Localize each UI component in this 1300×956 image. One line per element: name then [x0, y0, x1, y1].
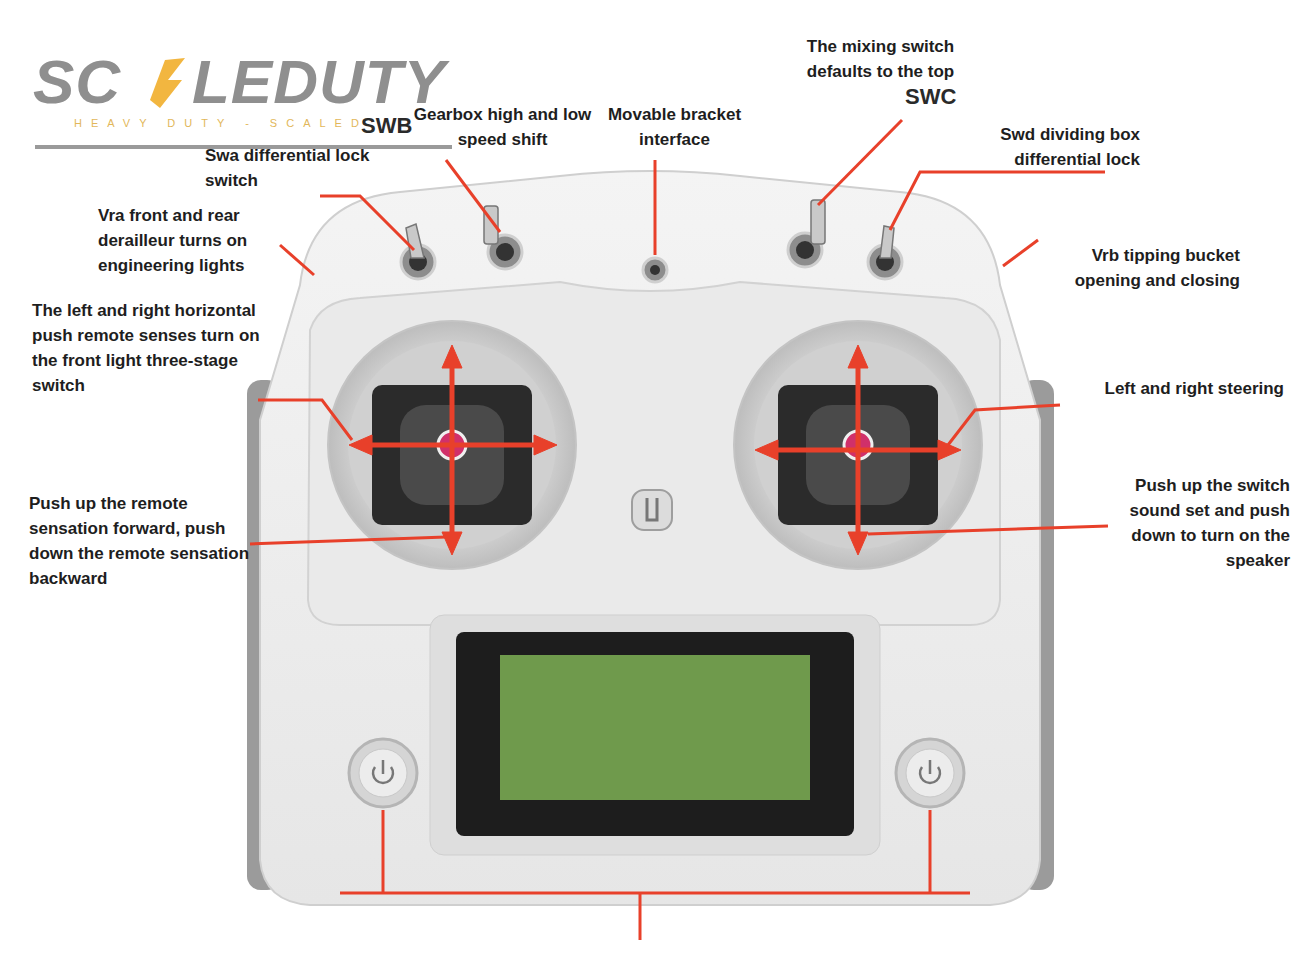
toggle-switches [401, 200, 902, 282]
logo-flame [150, 58, 185, 108]
callout-text: Swa differential lock switch [205, 143, 370, 193]
switch-name: SWC [905, 84, 956, 110]
callout-text: Movable bracket interface [592, 102, 757, 152]
callout-text: Vra front and rear derailleur turns on e… [98, 203, 288, 278]
logo-text: SC [33, 50, 121, 114]
screen-bezel [430, 615, 880, 855]
logo-text: LEDUTY [192, 50, 446, 114]
power-buttons [349, 739, 964, 807]
switch-name: SWB [361, 113, 412, 139]
center-button-mark [647, 498, 657, 520]
lcd-screen [500, 655, 810, 800]
callout-text: Push up the switch sound set and push do… [1100, 473, 1290, 573]
callout-text: Swd dividing box differential lock [960, 122, 1140, 172]
center-button [632, 490, 672, 530]
callout-text: Gearbox high and low speed shift [410, 102, 595, 152]
stick-arrows [349, 345, 961, 555]
callout-text: Push up the remote sensation forward, pu… [29, 491, 251, 591]
callout-text: The mixing switch defaults to the top [788, 34, 973, 84]
stick-panel [308, 282, 1000, 625]
callout-text: The left and right horizontal push remot… [32, 298, 264, 398]
left-stick [328, 321, 576, 569]
callout-text: Left and right steering [1062, 376, 1284, 401]
callout-text: Vrb tipping bucket opening and closing [1030, 243, 1240, 293]
leader-lines [250, 120, 1108, 940]
screen-frame [456, 632, 854, 836]
logo-slogan: HEAVY DUTY - SCALED [74, 116, 368, 130]
